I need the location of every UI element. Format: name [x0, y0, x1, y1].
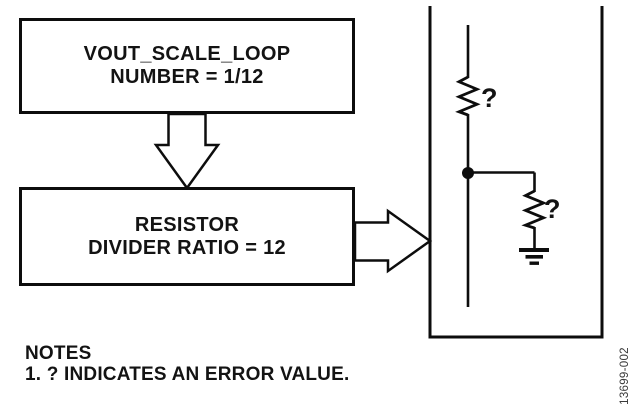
right-arrow-icon — [353, 208, 433, 274]
top-resistor-error-label: ? — [481, 83, 498, 113]
resistor-divider-ratio-block: RESISTOR DIVIDER RATIO = 12 — [19, 187, 355, 286]
resistor-bottom — [521, 189, 548, 230]
circuit-box — [428, 6, 604, 339]
vout-scale-loop-line1: VOUT_SCALE_LOOP — [83, 43, 291, 65]
notes-section: NOTES 1. ? INDICATES AN ERROR VALUE. — [25, 343, 350, 385]
bottom-resistor-error-label: ? — [544, 194, 561, 224]
figure-number: 13699-002 — [619, 347, 631, 405]
down-arrow-icon — [153, 112, 221, 191]
notes-heading: NOTES — [25, 343, 92, 364]
resistor-divider-line2: DIVIDER RATIO = 12 — [88, 236, 286, 259]
vout-scale-loop-line2: NUMBER = 1/12 — [110, 66, 264, 88]
resistor-divider-line1: RESISTOR — [134, 213, 240, 236]
notes-item-1: 1. ? INDICATES AN ERROR VALUE. — [25, 363, 350, 385]
resistor-top — [455, 75, 481, 117]
vout-scale-loop-block: VOUT_SCALE_LOOP NUMBER = 1/12 — [19, 18, 355, 114]
